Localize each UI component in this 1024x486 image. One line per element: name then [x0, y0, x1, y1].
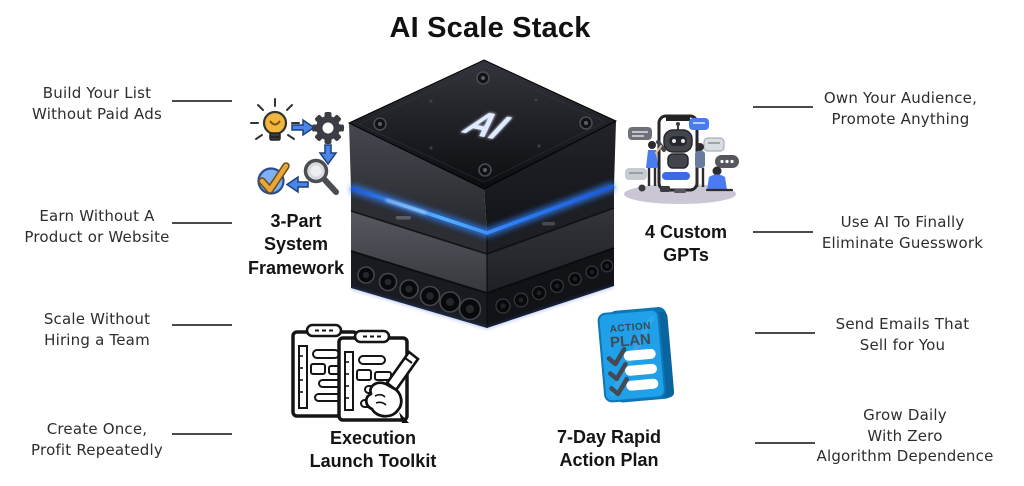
label-execution-launch-toolkit: Execution Launch Toolkit: [309, 428, 437, 472]
callout-scale-without-team: Scale Without Hiring a Team: [43, 310, 151, 349]
arrow-left-icon: [285, 175, 309, 194]
connector-line-right-1: [753, 106, 813, 108]
connector-line-left-3: [172, 324, 232, 326]
callout-own-your-audience: Own Your Audience, Promote Anything: [823, 89, 978, 128]
cube-mid-right-face: [487, 186, 614, 254]
callout-use-ai-finally: Use AI To Finally Eliminate Guesswork: [821, 213, 984, 252]
action-plan-notebook-icon: ACTION PLAN: [597, 307, 675, 403]
cube-top-face: [347, 59, 618, 190]
person-standing-right: [695, 143, 705, 187]
cube-band-left-face: [351, 211, 487, 293]
connector-line-left-2: [172, 222, 232, 224]
label-4-custom-gpts: 4 Custom GPTs: [644, 222, 727, 266]
arrow-right-icon: [291, 118, 316, 137]
check-circle-icon: [257, 162, 290, 195]
cube-upper-left-face: [349, 123, 487, 233]
connector-line-right-4: [755, 442, 815, 444]
checklist-boards-hand-pen-illustration: [291, 323, 420, 423]
idea-gear-search-check-workflow-icon: [250, 98, 344, 195]
chatbot-phone-people-illustration: [624, 114, 739, 204]
callout-earn-without-product: Earn Without A Product or Website: [24, 207, 170, 246]
arrow-down-icon: [318, 144, 338, 166]
person-standing-left: [646, 141, 663, 186]
callout-send-emails: Send Emails That Sell for You: [835, 315, 970, 354]
cube-mid-left-face: [351, 188, 487, 254]
page-title: AI Scale Stack: [389, 12, 591, 44]
callout-grow-daily: Grow Daily With Zero Algorithm Dependenc…: [816, 406, 994, 466]
label-7-day-rapid-action-plan: 7-Day Rapid Action Plan: [556, 427, 662, 471]
cube-band-right-face: [487, 208, 614, 293]
ai-device-cube: AI AI: [347, 59, 618, 330]
hand-with-pen-icon: [364, 350, 420, 423]
gear-icon: [312, 112, 344, 144]
notebook-title-line2: PLAN: [609, 331, 651, 351]
label-3-part-system-framework: 3-Part System Framework: [247, 211, 345, 278]
notebook-title-line1: ACTION: [609, 321, 651, 336]
lightbulb-icon: [250, 98, 300, 141]
magnifier-icon: [303, 158, 339, 195]
cube-knobs-right: [495, 259, 614, 314]
cube-upper-right-face: [484, 121, 616, 233]
connector-line-left-1: [172, 100, 232, 102]
speech-bubbles: [625, 118, 739, 180]
connector-line-right-2: [753, 231, 813, 233]
connector-line-right-3: [755, 332, 815, 334]
connector-line-left-4: [172, 433, 232, 435]
callout-create-once: Create Once, Profit Repeatedly: [31, 420, 163, 459]
callout-build-your-list: Build Your List Without Paid Ads: [32, 84, 162, 123]
checklist-rows: [606, 346, 659, 397]
ground-items: [638, 184, 686, 193]
person-sitting-right: [705, 166, 734, 192]
cube-knobs-left: [357, 266, 482, 321]
